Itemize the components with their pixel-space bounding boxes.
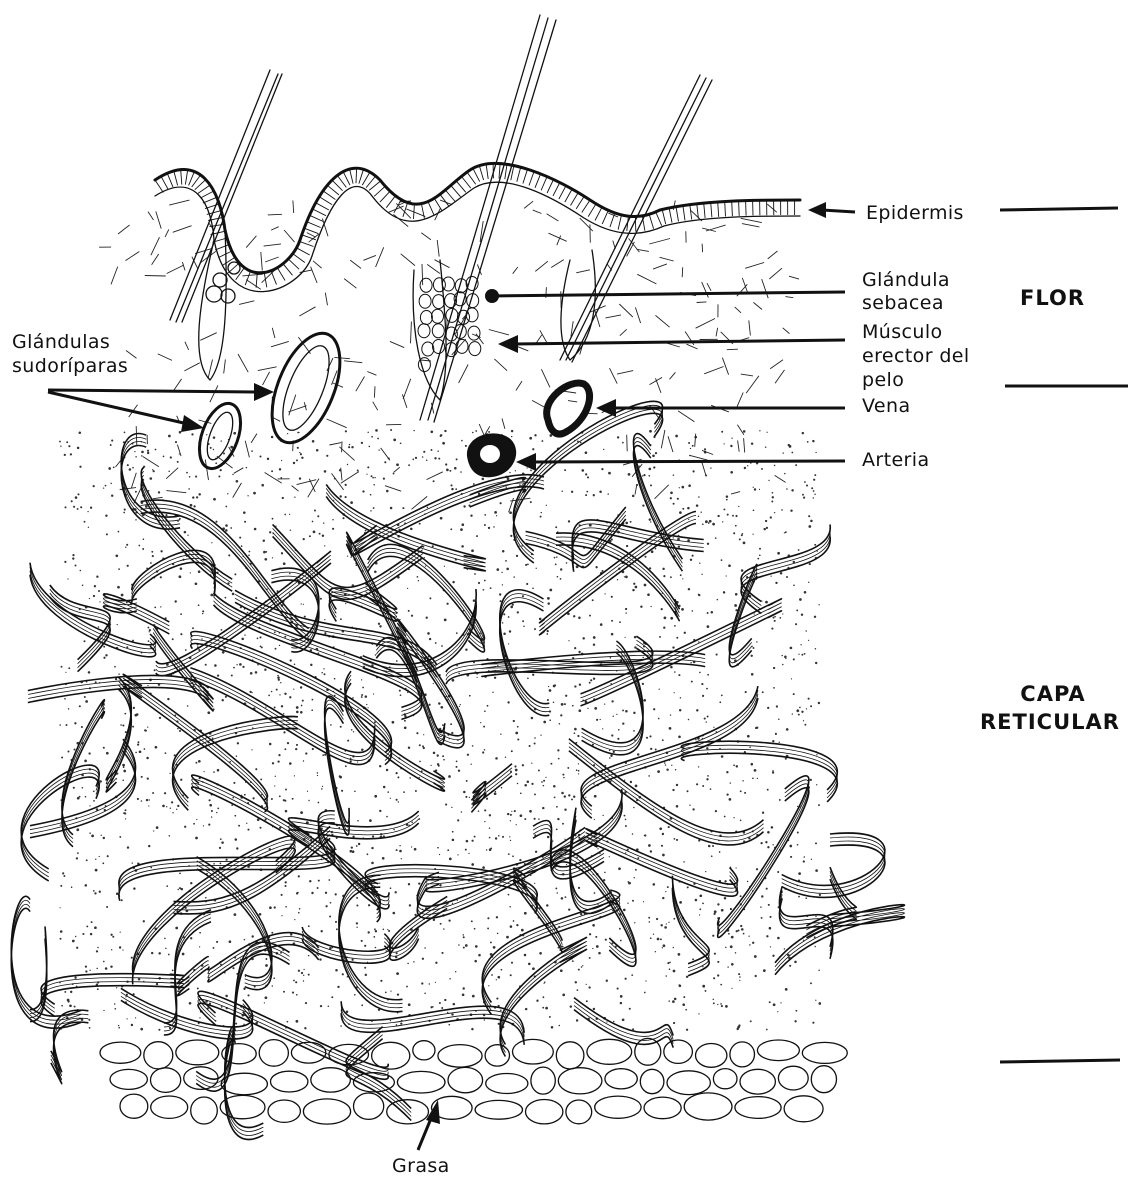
epidermis-arrowhead — [808, 202, 826, 218]
label-glandula-sebacea-line2: sebacea — [862, 293, 944, 314]
label-grasa: Grasa — [392, 1156, 450, 1177]
label-musculo-line3: pelo — [862, 370, 904, 391]
sweat-arrowhead-1 — [254, 383, 274, 401]
sweat-arrowhead-2 — [181, 415, 204, 432]
sebaceous-gland — [418, 277, 481, 372]
label-musculo-line2: erector del — [862, 346, 970, 367]
epidermis-cell-ticks — [155, 163, 795, 287]
label-epidermis: Epidermis — [866, 203, 964, 224]
fat-cells — [100, 1038, 847, 1124]
label-glandula-sebacea-line1: Glándula — [862, 270, 950, 291]
zone-dividers — [1000, 208, 1128, 1062]
label-glandulas-sudoriparas-line2: sudoríparas — [12, 356, 128, 377]
vein-arrowhead — [596, 399, 616, 417]
zone-flor: FLOR — [1020, 284, 1085, 312]
muscle-arrowhead — [498, 335, 518, 353]
artery-arrowhead — [516, 453, 536, 471]
vein-shape — [547, 383, 590, 434]
label-arteria: Arteria — [862, 450, 929, 471]
label-vena: Vena — [862, 396, 911, 417]
label-glandulas-sudoriparas-line1: Glándulas — [12, 332, 110, 353]
sebaceous-dot — [485, 289, 499, 303]
label-musculo-line1: Músculo — [862, 322, 943, 343]
hair-shafts — [170, 15, 712, 422]
zone-capa-reticular-line1: CAPA — [1018, 680, 1088, 708]
zone-capa-reticular-line2: RETICULAR — [980, 708, 1120, 736]
